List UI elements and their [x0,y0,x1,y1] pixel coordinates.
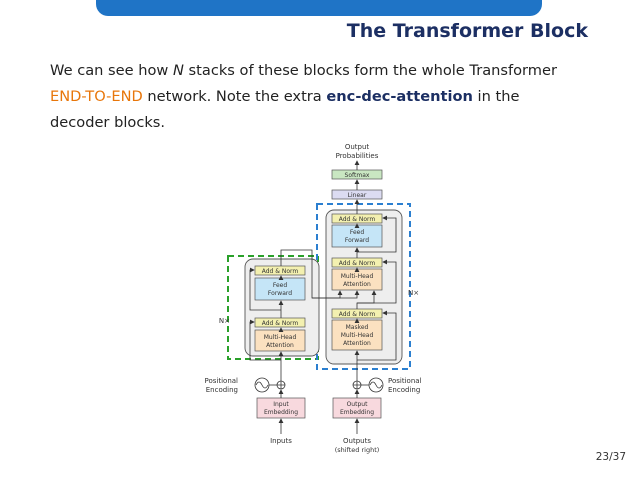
decoder-add-norm-top-label: Add & Norm [339,216,376,223]
encoder-mha-line2: Attention [266,342,294,349]
decoder-sine-wave [369,381,383,389]
transformer-diagram: Add & Norm Feed Forward Add & Norm Multi… [205,143,422,454]
decoder-add-norm-bottom-label: Add & Norm [339,311,376,318]
decoder-masked-line1: Masked [346,324,369,331]
output-embedding-line2: Embedding [340,409,374,416]
body-paragraph: We can see how N stacks of these blocks … [50,58,590,136]
body-text-variable-n: N [173,62,184,79]
body-text-line1-prefix: We can see how [50,62,173,79]
body-text-highlight: END-TO-END [50,88,143,105]
encoder-mha-line1: Multi-Head [264,334,297,341]
decoder-nx-label: N× [408,289,419,297]
decoder-positional-line1: Positional [388,377,422,385]
outputs-label-line1: Outputs [343,437,371,445]
body-text-line2-suffix: in the [472,88,520,105]
body-text-bold-term: enc-dec-attention [326,88,473,105]
output-probabilities-line2: Probabilities [336,152,379,160]
encoder-add-norm-bottom [254,317,306,328]
page-number: 23/37 [595,451,626,463]
decoder-masked-attention [331,319,383,351]
decoder-masked-line3: Attention [343,340,371,347]
decoder-add-norm-middle-label: Add & Norm [339,260,376,267]
input-embedding-line2: Embedding [264,409,298,416]
softmax-label: Softmax [345,172,370,179]
encoder-feed-forward-line2: Forward [268,290,292,297]
slide-title: The Transformer Block [346,20,588,42]
decoder-feed-forward-line2: Forward [345,237,369,244]
decoder-feed-forward-line1: Feed [350,229,365,236]
decoder-mha-line2: Attention [343,281,371,288]
output-embedding-line1: Output [347,401,368,408]
encoder-positional-line1: Positional [205,377,239,385]
header-bar [96,0,542,16]
outputs-label-line2: (shifted right) [335,446,380,454]
linear-label: Linear [348,192,367,199]
encoder-add-norm-bottom-label: Add & Norm [262,320,299,327]
encoder-plus-sign [277,381,285,389]
decoder-positional-line2: Encoding [388,386,420,394]
encoder-add-norm-top [254,265,306,276]
encoder-add-norm-top-label: Add & Norm [262,268,299,275]
body-text-line2-mid: network. Note the extra [142,88,327,105]
decoder-plus-sign [353,381,361,389]
body-text-line3: decoder blocks. [50,114,166,131]
input-embedding-line1: Input [273,401,289,408]
encoder-nx-label: N× [219,317,230,325]
encoder-feed-forward-line1: Feed [273,282,288,289]
diagram-arrows [249,160,397,434]
inputs-label: Inputs [270,437,292,445]
encoder-sine-wave [255,381,269,389]
encoder-positional-line2: Encoding [206,386,238,394]
decoder-mha-line1: Multi-Head [341,273,374,280]
output-probabilities-line1: Output [345,143,370,151]
body-text-line1-suffix: stacks of these blocks form the whole Tr… [183,62,557,79]
decoder-masked-line2: Multi-Head [341,332,374,339]
